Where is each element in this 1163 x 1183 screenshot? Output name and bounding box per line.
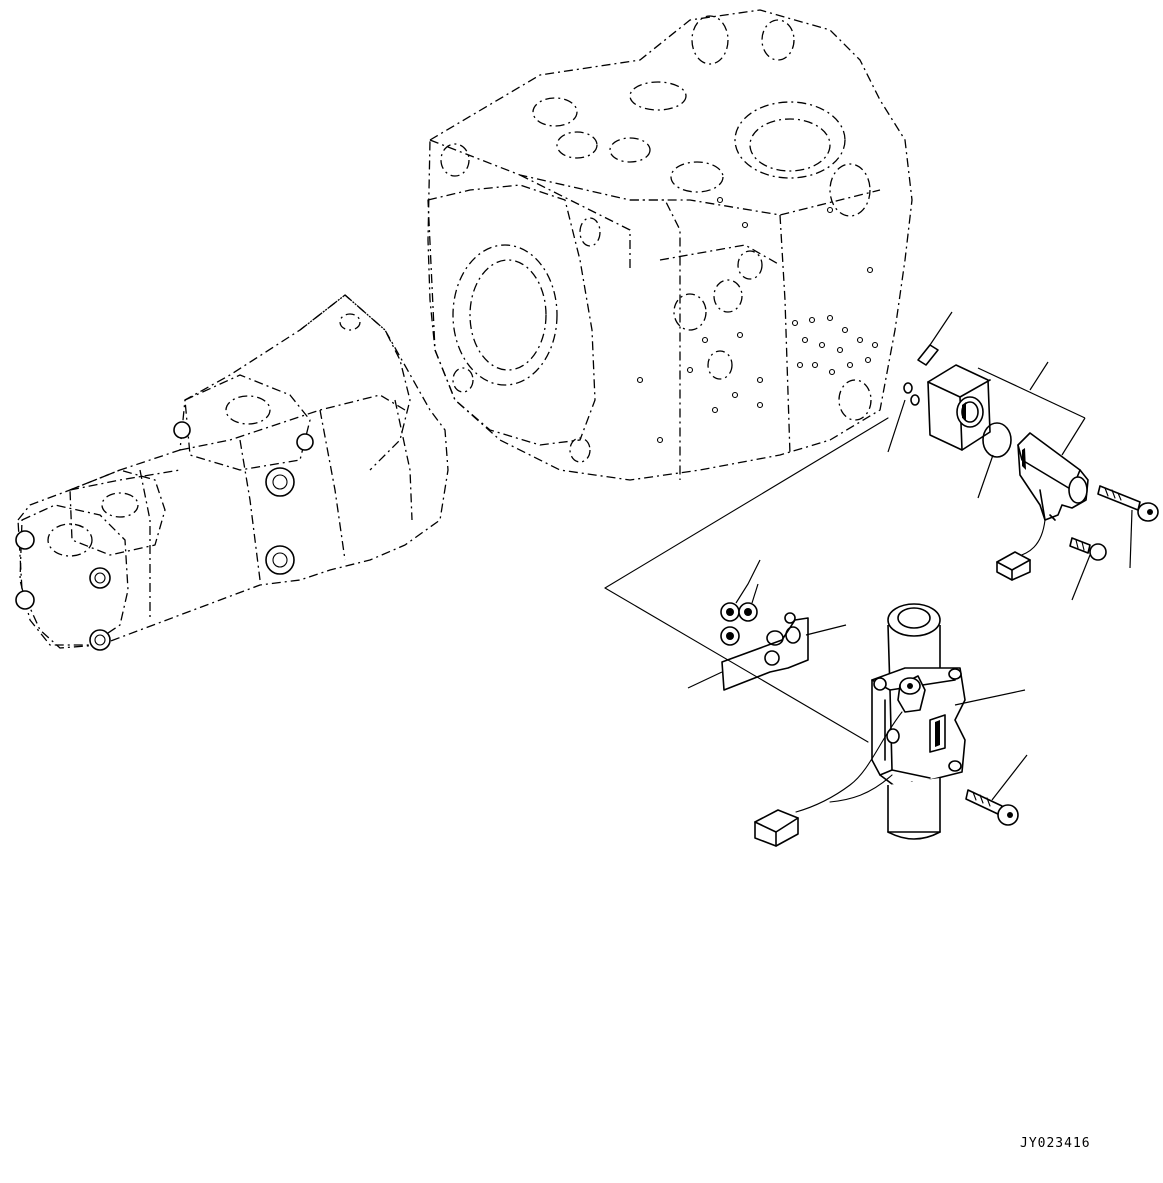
- solenoid-valve: [996, 432, 1089, 581]
- assembly-leader-line: [604, 417, 889, 589]
- hex-bolt-heads: [15, 421, 314, 651]
- socket-head-bolt-lower: [965, 754, 1028, 826]
- drawing-code-label: JY023416: [1020, 1136, 1091, 1151]
- valve-gasket-plate: [687, 612, 847, 691]
- socket-head-bolt-short: [1069, 537, 1107, 601]
- seal-washers: [720, 559, 761, 646]
- port-hole-pattern: [636, 196, 879, 444]
- solenoid-adapter-block: [927, 364, 991, 451]
- control-valve-assembly: [754, 603, 966, 847]
- pump-body: [427, 9, 913, 481]
- gasket-and-o-rings: [887, 311, 953, 453]
- socket-head-bolt-long: [1097, 485, 1159, 569]
- o-ring: [982, 422, 1012, 458]
- gear-pump-assembly: [15, 294, 449, 651]
